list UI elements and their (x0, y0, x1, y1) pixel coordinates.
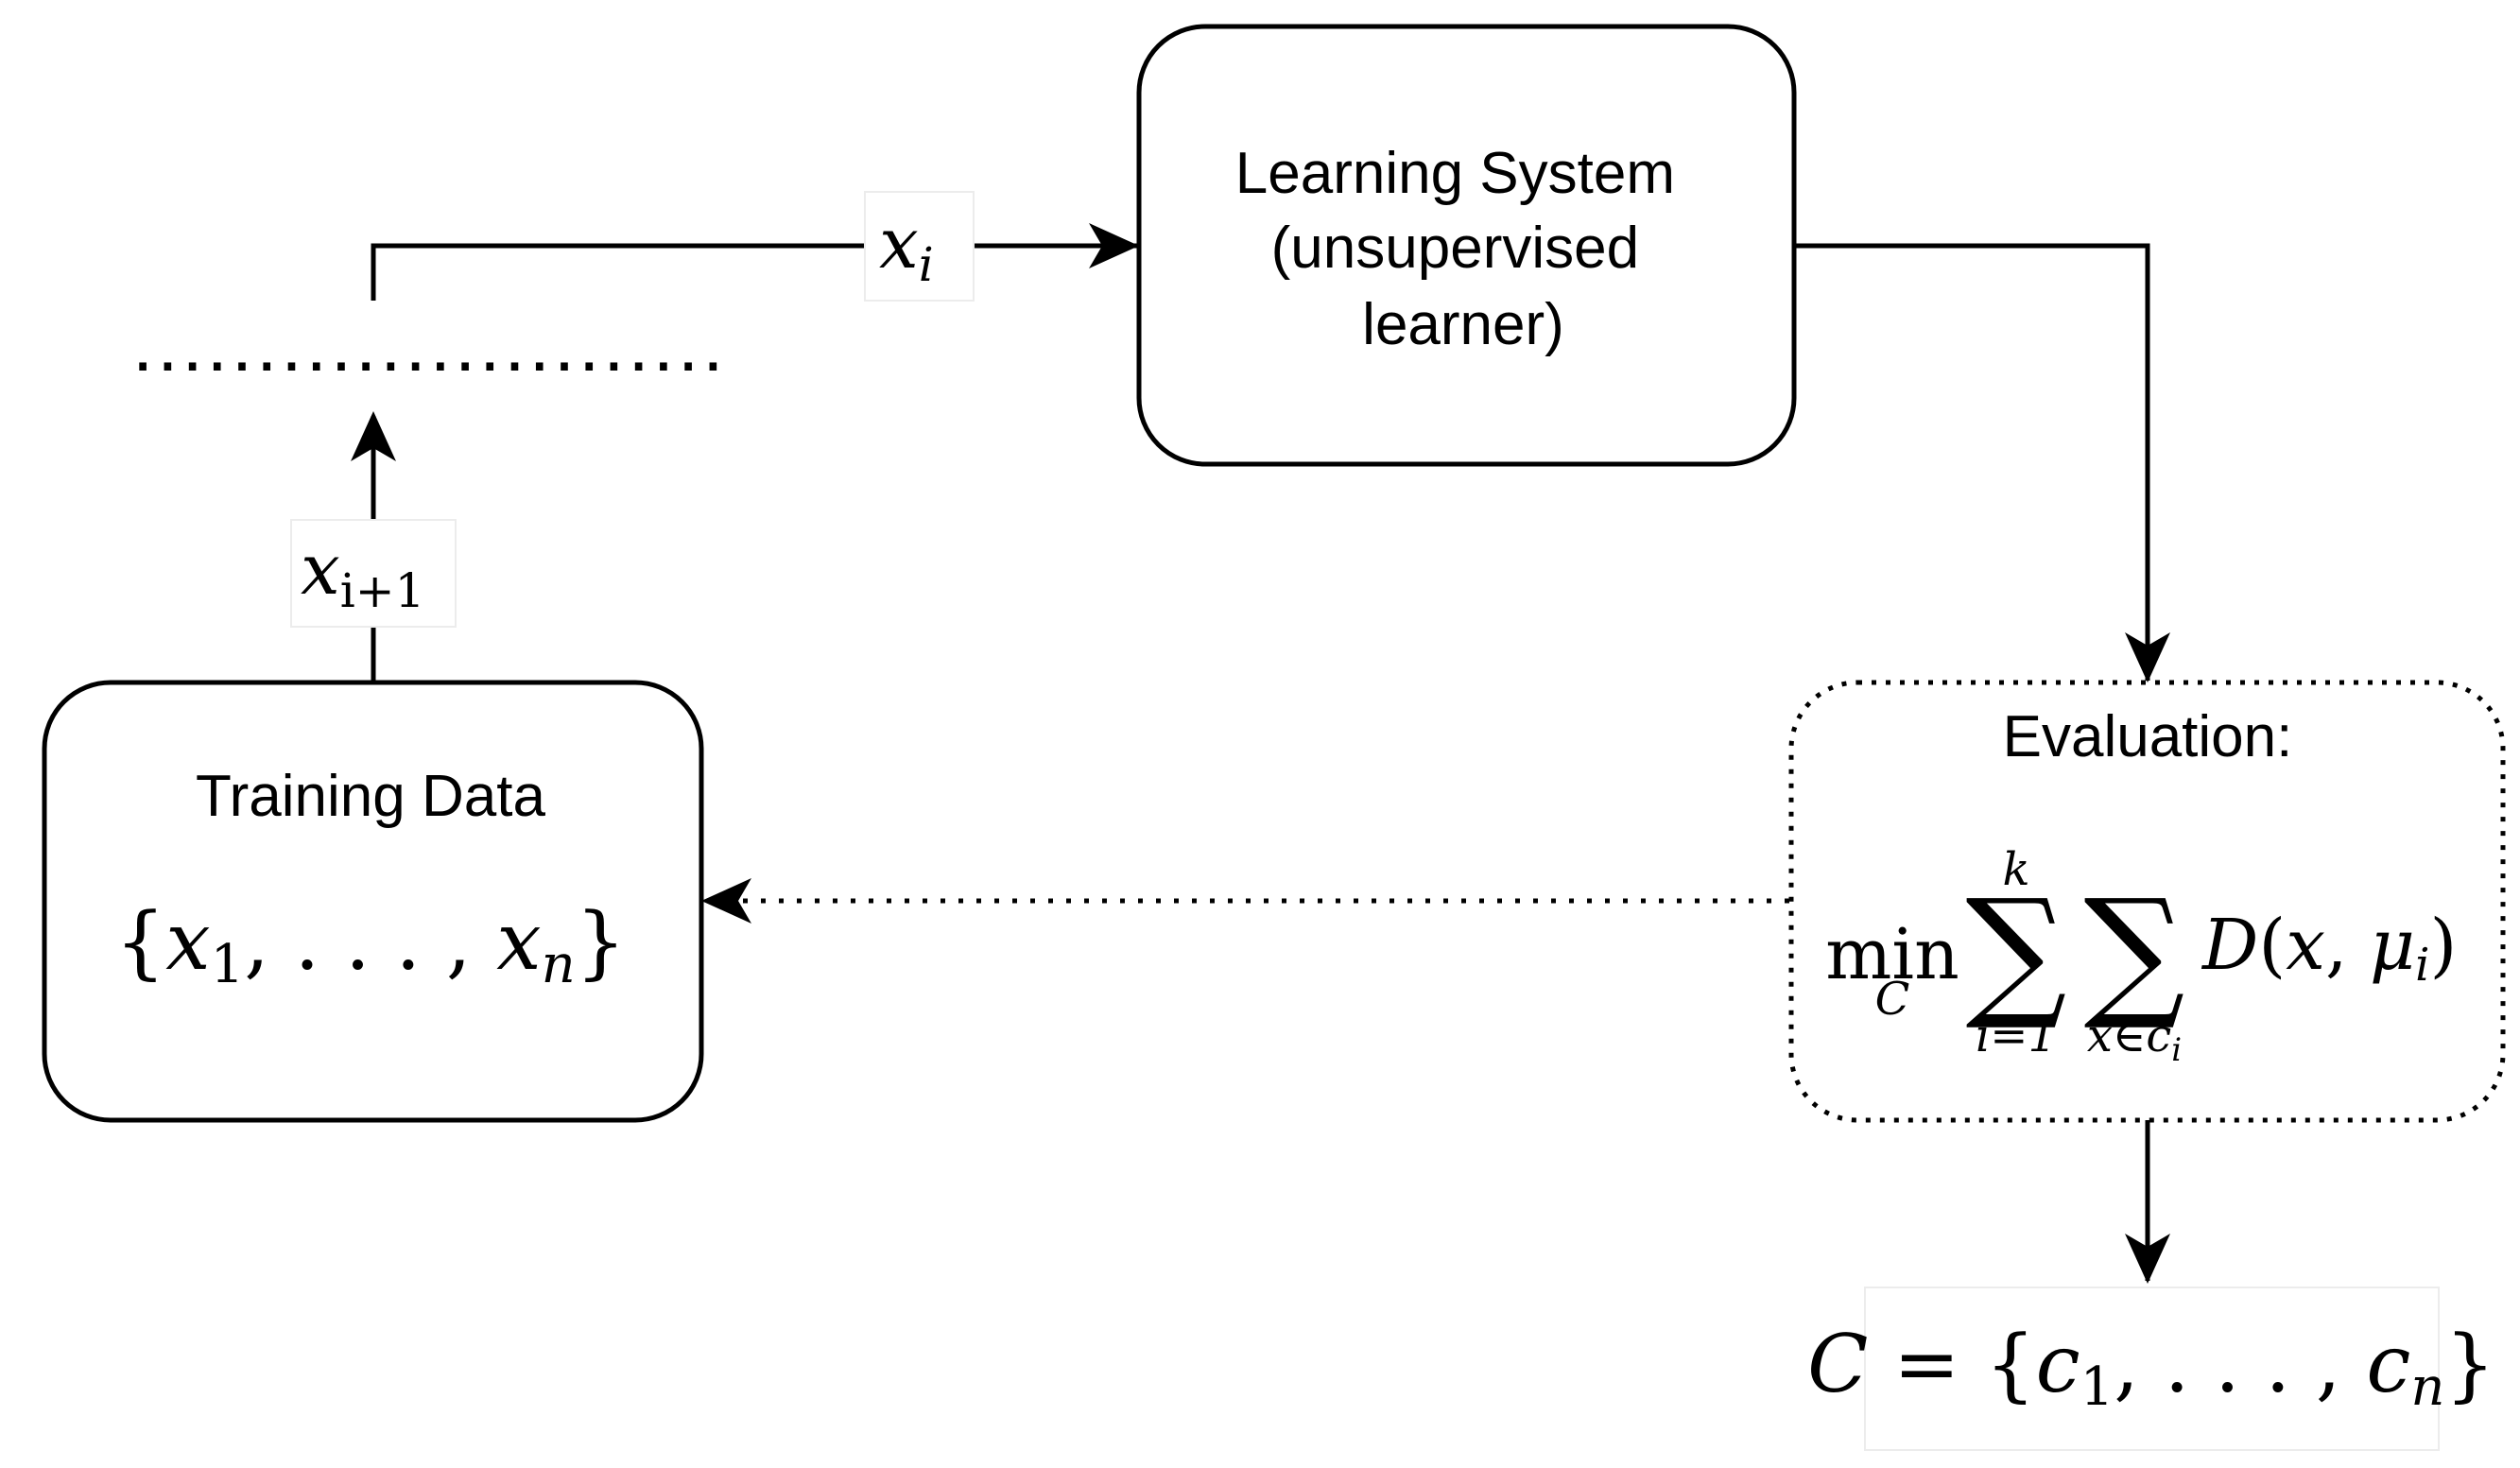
svg-text:Learning System (unsupervi: Learning System (unsupervised learner) (1235, 141, 1691, 357)
formula-min-sub: C (1875, 973, 1910, 1026)
edge-training-to-stream-arrowhead (351, 411, 396, 461)
evaluation-title: Evaluation: (2003, 704, 2293, 769)
edge-stream-to-learner (371, 243, 1139, 301)
output-box (1864, 1287, 2440, 1451)
edge-learner-to-evaluation (1794, 243, 2150, 681)
training-data-title: Training Data (196, 764, 545, 829)
training-data-box (42, 680, 704, 1123)
formula-sigma-2: ∑ (2083, 870, 2184, 1034)
formula-sigma-1: ∑ (1965, 870, 2066, 1034)
evaluation-box (1788, 680, 2506, 1123)
learning-system-box (1136, 24, 1797, 467)
learning-system-line2: (unsupervised (1271, 216, 1639, 281)
formula-term: D(x, μi) (2201, 905, 2457, 992)
edge-stream-to-learner-arrowhead (1089, 223, 1139, 268)
formula-sum1-lower: i=1 (1976, 1010, 2057, 1062)
formula-sum2-lower: x∈ci (2087, 1010, 2182, 1069)
training-data-set: {x1, . . . , xn} (115, 895, 626, 995)
edge-learner-to-evaluation-arrowhead (2125, 632, 2170, 682)
edge-label-xi1: xi+1 (301, 529, 424, 618)
stream-dots: ........................ (132, 302, 727, 387)
formula-sum1-upper: k (2002, 843, 2029, 896)
edge-label-xi-bg (864, 191, 975, 302)
edge-feedback-arrowhead (701, 878, 751, 924)
formula-min: min (1825, 914, 1959, 995)
edge-evaluation-to-output-arrowhead (2125, 1234, 2170, 1284)
learning-system-line1: Learning System (1235, 141, 1675, 206)
output-set: C = {c1, . . . , cn} (1807, 1318, 2495, 1418)
edge-label-xi1-bg (290, 519, 457, 628)
evaluation-formula: min C k ∑ i=1 ∑ x∈ci D(x, μi) (1825, 843, 2457, 1069)
edge-label-xi: xi (879, 203, 934, 292)
learning-system-line3: learner) (1362, 292, 1564, 357)
